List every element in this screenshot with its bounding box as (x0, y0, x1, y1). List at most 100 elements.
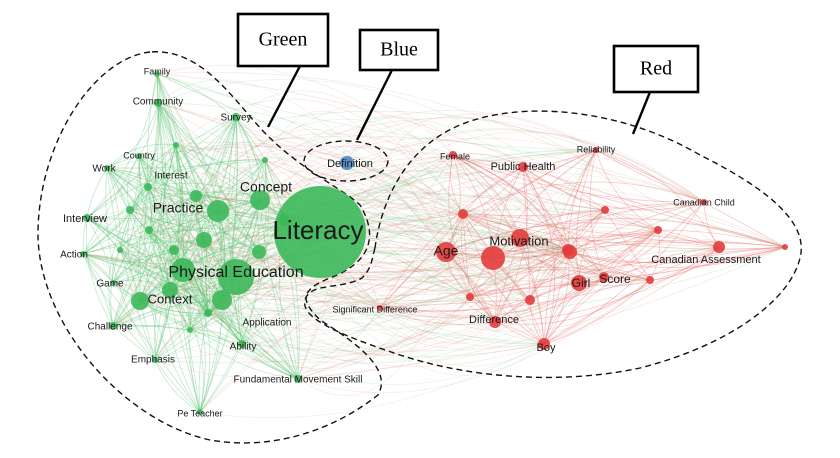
unlabeled-node (654, 226, 662, 234)
node-ability[interactable] (238, 340, 246, 348)
node-girl[interactable] (571, 275, 587, 291)
node-practice[interactable] (207, 200, 229, 222)
node-definition[interactable] (340, 156, 354, 170)
node-concept[interactable] (250, 190, 270, 210)
label-age: Age (434, 243, 459, 259)
unlabeled-node (145, 226, 153, 234)
node-score[interactable] (563, 245, 577, 259)
unlabeled-node (196, 232, 212, 248)
label-canadian-child: Canadian Child (673, 197, 735, 207)
node-canadian-child[interactable] (701, 199, 707, 205)
unlabeled-node (190, 190, 202, 202)
label-girl: Girl (572, 276, 591, 290)
unlabeled-node (171, 258, 195, 282)
blue-cluster-outline (303, 140, 389, 182)
unlabeled-node (169, 245, 179, 255)
label-public-health: Public Health (491, 161, 556, 173)
label-challenge: Challenge (87, 322, 132, 333)
node-community[interactable] (154, 99, 162, 107)
unlabeled-node (782, 244, 788, 250)
unlabeled-node (646, 276, 654, 284)
green-callout-pointer (266, 65, 302, 128)
label-work: Work (92, 164, 116, 175)
label-ability: Ability (230, 342, 257, 353)
node-family[interactable] (154, 71, 160, 77)
node-game[interactable] (110, 280, 116, 286)
unlabeled-node (162, 282, 178, 298)
node-female[interactable] (449, 151, 457, 159)
unlabeled-node (126, 206, 134, 214)
node-work[interactable] (104, 165, 110, 171)
blue-callout-box (358, 28, 440, 72)
label-application: Application (243, 318, 292, 329)
node-reliability[interactable] (593, 147, 599, 153)
cluster-outline-layer (37, 51, 802, 444)
node-emphasis[interactable] (152, 357, 158, 363)
label-fundamental-movement-skill: Fundamental Movement Skill (234, 375, 363, 386)
green-callout-box (236, 12, 330, 68)
node-challenge[interactable] (109, 322, 117, 330)
node-layer (80, 71, 788, 415)
label-family: Family (144, 66, 171, 76)
label-emphasis: Emphasis (131, 355, 175, 366)
red-cluster-outline (303, 110, 802, 379)
node-public-health[interactable] (518, 162, 528, 172)
unlabeled-node (173, 142, 179, 148)
node-action[interactable] (80, 251, 86, 257)
node-difference[interactable] (489, 316, 501, 328)
unlabeled-node (601, 206, 609, 214)
unlabeled-node (511, 229, 529, 247)
node-fundamental-movement-skill[interactable] (294, 375, 302, 383)
red-callout-label: Red (640, 58, 672, 80)
node-interest[interactable] (144, 183, 152, 191)
node-canadian-assessment[interactable] (713, 241, 725, 253)
label-country: Country (123, 150, 155, 160)
label-practice: Practice (153, 200, 204, 216)
red-callout: Red (612, 44, 700, 135)
node-application[interactable] (206, 310, 212, 316)
node-significant-difference[interactable] (377, 305, 383, 311)
unlabeled-node (117, 247, 123, 253)
node-physical-education[interactable] (218, 259, 254, 295)
label-interest: Interest (154, 171, 188, 182)
unlabeled-node (458, 209, 468, 219)
node-literacy[interactable] (274, 186, 366, 278)
label-physical-education: Physical Education (168, 264, 303, 281)
green-callout: Green (236, 12, 330, 128)
label-concept: Concept (240, 179, 292, 195)
label-female: Female (440, 151, 470, 161)
unlabeled-node (525, 295, 535, 305)
node-country[interactable] (136, 153, 142, 159)
label-interview: Interview (63, 213, 107, 225)
label-motivation: Motivation (489, 233, 548, 248)
label-difference: Difference (469, 314, 519, 326)
unlabeled-node (599, 272, 609, 282)
unlabeled-node (262, 157, 268, 163)
label-score: Score (599, 272, 631, 286)
node-boy[interactable] (538, 338, 550, 350)
node-interview[interactable] (83, 214, 91, 222)
node-context[interactable] (131, 292, 149, 310)
node-motivation[interactable] (481, 246, 505, 270)
unlabeled-node (466, 293, 474, 301)
node-survey[interactable] (232, 113, 240, 121)
red-callout-box (612, 44, 700, 94)
node-age[interactable] (436, 242, 456, 262)
green-callout-label: Green (259, 29, 308, 51)
label-survey: Survey (220, 113, 251, 124)
unlabeled-node (212, 290, 232, 310)
label-context: Context (148, 291, 193, 306)
label-boy: Boy (537, 342, 556, 354)
blue-callout-label: Blue (380, 39, 418, 61)
unlabeled-node (187, 327, 193, 333)
unlabeled-node (252, 245, 266, 259)
red-callout-pointer (631, 91, 652, 135)
label-community: Community (133, 97, 184, 108)
node-pe-teacher[interactable] (197, 409, 203, 415)
edge-layer (82, 65, 786, 419)
label-literacy: Literacy (272, 215, 363, 245)
